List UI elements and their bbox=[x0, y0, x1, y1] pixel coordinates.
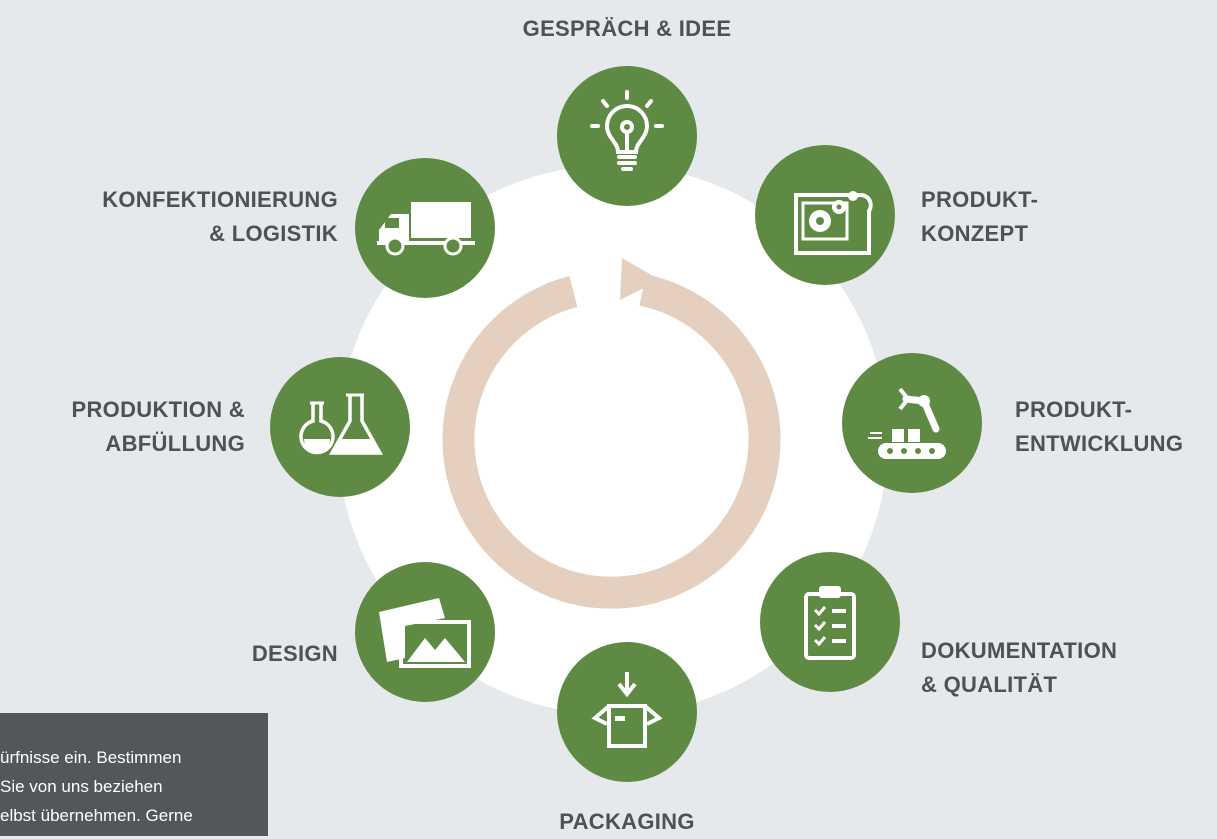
step-circle bbox=[842, 353, 982, 493]
info-tooltip: ürfnisse ein. Bestimmen Sie von uns bezi… bbox=[0, 713, 268, 836]
label-dokumentation-qualitaet: DOKUMENTATION & QUALITÄT bbox=[921, 638, 1118, 697]
tooltip-line: Sie von uns beziehen bbox=[0, 777, 163, 796]
blueprint-gears-icon bbox=[794, 191, 873, 255]
label-konfektionierung-logistik: KONFEKTIONIERUNG & LOGISTIK bbox=[102, 187, 338, 246]
background-ring bbox=[338, 165, 888, 715]
tooltip-line: ürfnisse ein. Bestimmen bbox=[0, 748, 182, 767]
label-gespraech-idee: GESPRÄCH & IDEE bbox=[522, 16, 732, 41]
step-gespraech-idee[interactable] bbox=[557, 66, 697, 206]
robot-arm-conveyor-icon bbox=[868, 387, 946, 459]
label-produkt-konzept: PRODUKT- KONZEPT bbox=[921, 187, 1039, 246]
step-circle bbox=[760, 552, 900, 692]
step-dokumentation-qualitaet[interactable] bbox=[760, 552, 900, 692]
truck-icon bbox=[377, 202, 475, 256]
tooltip-line: elbst übernehmen. Gerne bbox=[0, 806, 193, 825]
step-produkt-entwicklung[interactable] bbox=[842, 353, 982, 493]
label-produkt-entwicklung: PRODUKT- ENTWICKLUNG bbox=[1015, 397, 1184, 456]
label-design: DESIGN bbox=[251, 641, 338, 666]
lightbulb-icon bbox=[590, 90, 664, 171]
step-circle bbox=[355, 562, 495, 702]
step-circle bbox=[557, 642, 697, 782]
cycle-arrowhead bbox=[620, 258, 660, 300]
step-design[interactable] bbox=[355, 562, 495, 702]
cycle-arrow bbox=[442, 274, 781, 609]
lab-flasks-icon bbox=[299, 393, 383, 455]
step-produktion-abfuellung[interactable] bbox=[270, 357, 410, 497]
step-packaging[interactable] bbox=[557, 642, 697, 782]
open-box-icon bbox=[591, 672, 663, 748]
step-produkt-konzept[interactable] bbox=[755, 145, 895, 285]
label-produktion-abfuellung: PRODUKTION & ABFÜLLUNG bbox=[71, 397, 245, 456]
step-circle bbox=[270, 357, 410, 497]
clipboard-checklist-icon bbox=[804, 586, 856, 660]
pictures-icon bbox=[379, 598, 471, 668]
step-konfektionierung-logistik[interactable] bbox=[355, 158, 495, 298]
label-packaging: PACKAGING bbox=[559, 809, 695, 834]
